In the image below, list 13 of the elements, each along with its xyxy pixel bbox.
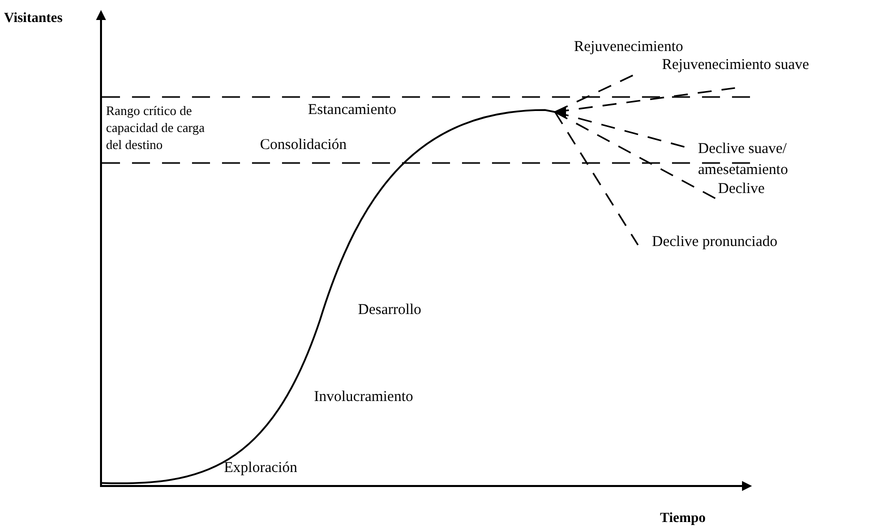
stage-label: Declive pronunciado (652, 233, 778, 252)
stage-label: Declive suave/ amesetamiento (698, 140, 789, 180)
stage-label: Consolidación (260, 136, 347, 155)
stage-label: Exploración (224, 459, 298, 478)
stage-label: Rejuvenecimiento suave (662, 56, 810, 75)
axis-title: Tiempo (660, 510, 706, 528)
stage-label: Rejuvenecimiento (574, 38, 684, 57)
stage-label: Estancamiento (308, 101, 396, 120)
stage-label: Declive (718, 180, 765, 199)
stage-label: Involucramiento (314, 388, 414, 407)
stage-label: Rango crítico de capacidad de carga del destino (106, 102, 206, 153)
stage-label: Desarrollo (358, 301, 422, 320)
axis-title: Visitantes (4, 10, 63, 28)
